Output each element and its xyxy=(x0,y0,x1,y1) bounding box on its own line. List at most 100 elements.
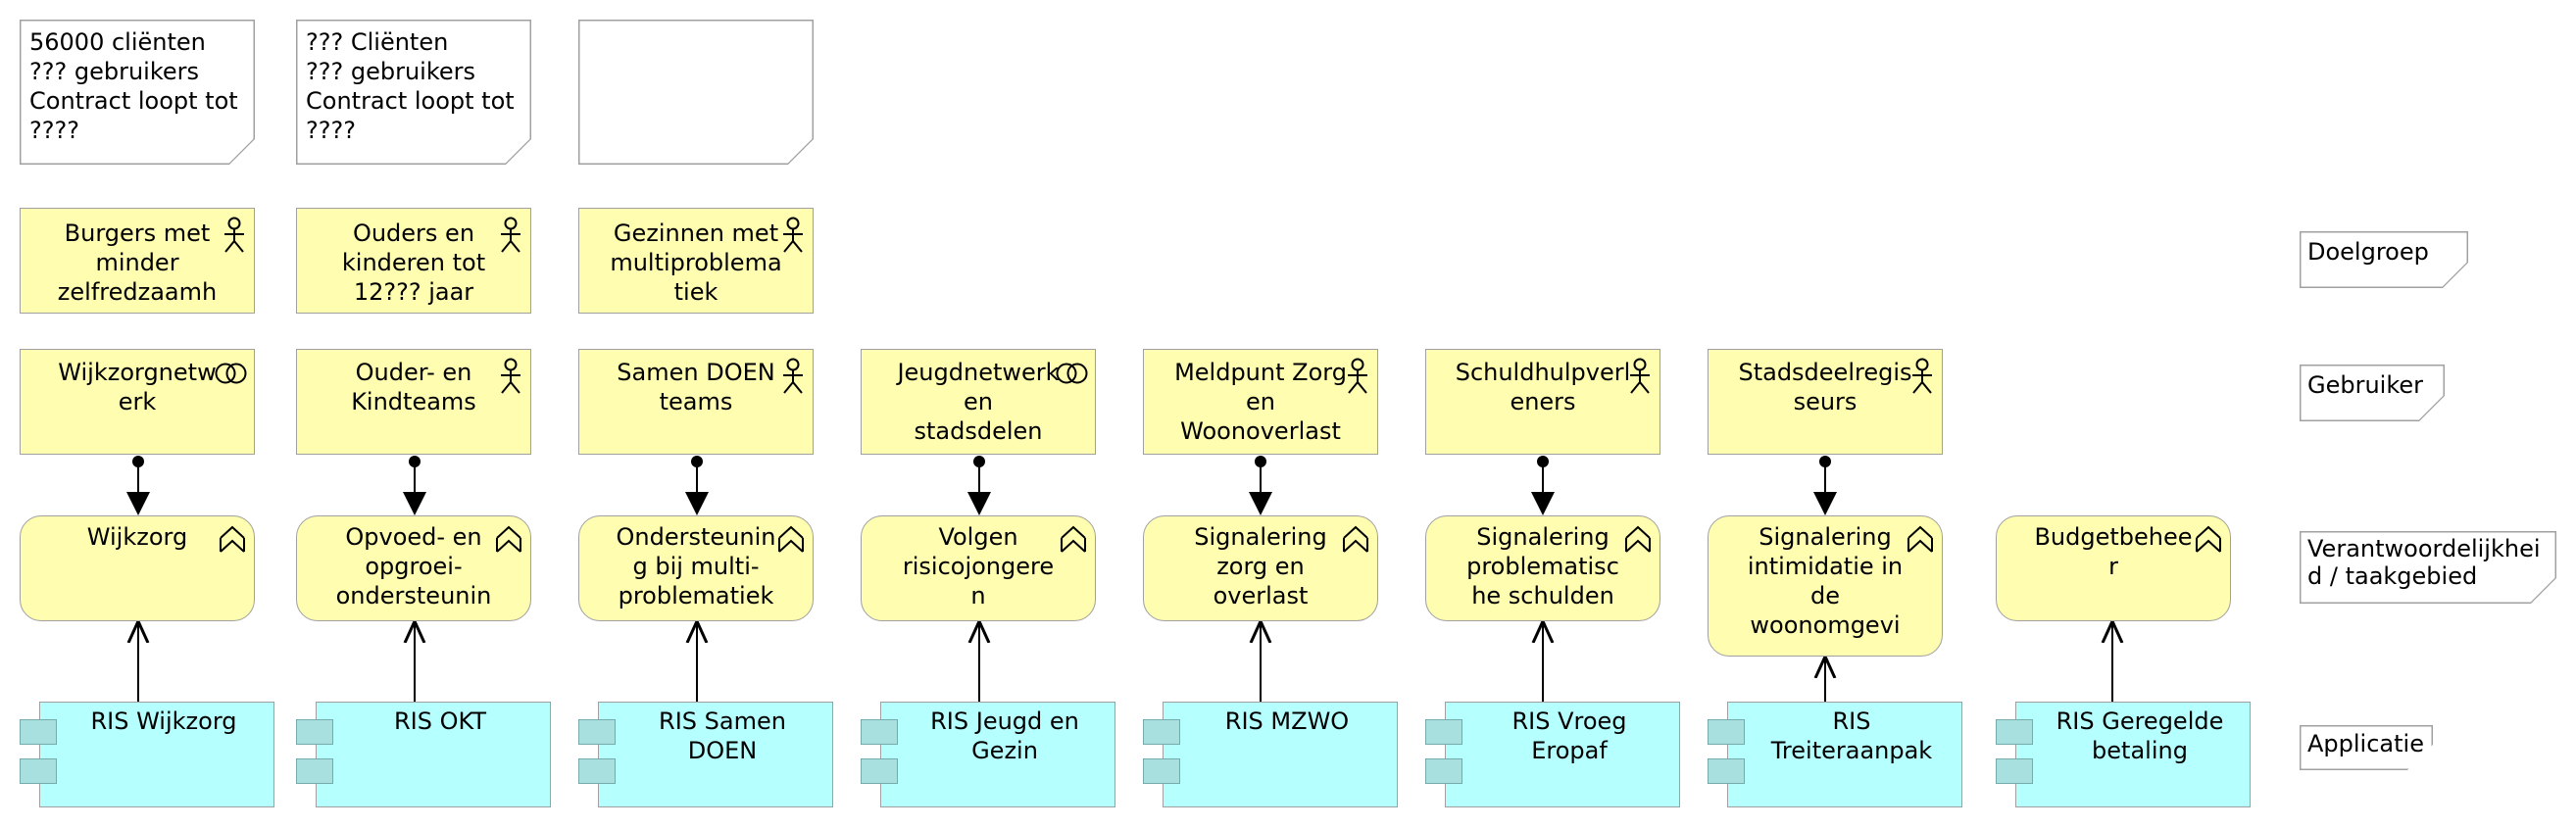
component-icon xyxy=(578,758,616,784)
legend-text: Gebruiker xyxy=(2307,371,2424,399)
actor-icon xyxy=(783,217,803,253)
component-box: RIS Geregelde betaling xyxy=(2015,702,2251,807)
component-icon xyxy=(296,758,333,784)
node-label: Volgen risicojongere n xyxy=(902,523,1055,610)
actor-icon xyxy=(1912,358,1932,394)
component-icon xyxy=(1708,758,1745,784)
realization-connectors xyxy=(138,621,2112,702)
component-icon xyxy=(861,719,898,745)
legend-text: Doelgroep xyxy=(2307,238,2429,266)
node-label: RIS Vroeg Eropaf xyxy=(1511,707,1627,764)
component-icon xyxy=(1143,719,1180,745)
component-box: RIS Vroeg Eropaf xyxy=(1445,702,1680,807)
node-label: Ondersteunin g bij multi- problematiek xyxy=(616,523,776,610)
gebruiker-node-7[interactable]: Stadsdeelregis seurs xyxy=(1708,349,1943,455)
component-box: RIS Samen DOEN xyxy=(598,702,833,807)
node-label: Wijkzorg xyxy=(86,523,188,551)
gebruiker-node-6[interactable]: Schuldhulpverl eners xyxy=(1425,349,1660,455)
actor-icon xyxy=(501,358,520,394)
component-icon xyxy=(1425,719,1462,745)
note-shape xyxy=(2300,531,2556,604)
note-1[interactable]: 56000 cliënten ??? gebruikers Contract l… xyxy=(20,20,255,165)
assignment-connector-5 xyxy=(1249,456,1272,515)
node-label: Jeugdnetwerk en stadsdelen xyxy=(897,359,1060,445)
service-chevron-icon xyxy=(778,525,804,553)
legend-doelgroep[interactable]: Doelgroep xyxy=(2300,231,2468,288)
actor-icon xyxy=(783,358,803,394)
service-chevron-icon xyxy=(1343,525,1368,553)
node-label: RIS OKT xyxy=(393,707,487,735)
assignment-connector-2 xyxy=(403,456,426,515)
service-node-6[interactable]: Signalering problematisc he schulden xyxy=(1425,515,1660,621)
service-node-7[interactable]: Signalering intimidatie in de woonomgevi xyxy=(1708,515,1943,657)
component-icon xyxy=(861,758,898,784)
gebruiker-node-1[interactable]: Wijkzorgnetw erk xyxy=(20,349,255,455)
doelgroep-node-3[interactable]: Gezinnen met multiproblema tiek xyxy=(578,208,814,314)
actor-icon xyxy=(224,217,244,253)
component-icon xyxy=(1143,758,1180,784)
doelgroep-node-1[interactable]: Burgers met minder zelfredzaamh xyxy=(20,208,255,314)
node-label: RIS Samen DOEN xyxy=(659,707,786,764)
doelgroep-node-2[interactable]: Ouders en kinderen tot 12??? jaar xyxy=(296,208,531,314)
legend-applicatie[interactable]: Applicatie xyxy=(2300,725,2433,770)
service-node-8[interactable]: Budgetbehee r xyxy=(1996,515,2231,621)
actor-icon xyxy=(1348,358,1367,394)
component-icon xyxy=(578,719,616,745)
assignment-connector-1 xyxy=(126,456,150,515)
service-node-1[interactable]: Wijkzorg xyxy=(20,515,255,621)
note-shape xyxy=(578,20,814,165)
component-box: RIS OKT xyxy=(316,702,551,807)
node-label: Signalering problematisc he schulden xyxy=(1466,523,1619,610)
note-shape xyxy=(2300,231,2468,288)
assignment-connector-3 xyxy=(685,456,709,515)
node-label: Ouders en kinderen tot 12??? jaar xyxy=(341,219,486,306)
component-icon xyxy=(1996,719,2033,745)
node-label: Opvoed- en opgroei- ondersteunin xyxy=(335,523,492,610)
legend-text: Applicatie xyxy=(2307,730,2424,757)
service-chevron-icon xyxy=(220,525,245,553)
note-2[interactable]: ??? Cliënten ??? gebruikers Contract loo… xyxy=(296,20,531,165)
gebruiker-node-4[interactable]: Jeugdnetwerk en stadsdelen xyxy=(861,349,1096,455)
service-node-5[interactable]: Signalering zorg en overlast xyxy=(1143,515,1378,621)
component-icon xyxy=(296,719,333,745)
component-box: RIS MZWO xyxy=(1163,702,1398,807)
service-node-3[interactable]: Ondersteunin g bij multi- problematiek xyxy=(578,515,814,621)
gebruiker-node-5[interactable]: Meldpunt Zorg en Woonoverlast xyxy=(1143,349,1378,455)
node-label: Signalering zorg en overlast xyxy=(1194,523,1327,610)
component-box: RIS Wijkzorg xyxy=(39,702,274,807)
node-label: Gezinnen met multiproblema tiek xyxy=(610,219,782,306)
gebruiker-node-3[interactable]: Samen DOEN teams xyxy=(578,349,814,455)
service-node-4[interactable]: Volgen risicojongere n xyxy=(861,515,1096,621)
service-chevron-icon xyxy=(1625,525,1651,553)
legend-verantwoordelijkheid[interactable]: Verantwoordelijkhei d / taakgebied xyxy=(2300,531,2556,604)
node-label: Wijkzorgnetw erk xyxy=(58,359,217,415)
node-label: Ouder- en Kindteams xyxy=(351,359,476,415)
component-box: RIS Treiteraanpak xyxy=(1727,702,1962,807)
note-text: 56000 cliënten ??? gebruikers Contract l… xyxy=(29,28,238,144)
assignment-connector-6 xyxy=(1531,456,1555,515)
note-3[interactable] xyxy=(578,20,814,165)
service-node-2[interactable]: Opvoed- en opgroei- ondersteunin xyxy=(296,515,531,621)
node-label: Samen DOEN teams xyxy=(617,359,775,415)
component-icon xyxy=(20,758,57,784)
collaboration-icon xyxy=(1056,363,1088,384)
actor-icon xyxy=(1630,358,1650,394)
node-label: Schuldhulpverl eners xyxy=(1455,359,1631,415)
node-label: Burgers met minder zelfredzaamh xyxy=(57,219,218,306)
service-chevron-icon xyxy=(496,525,521,553)
note-shape xyxy=(20,20,255,165)
node-label: Budgetbehee r xyxy=(2034,523,2193,580)
assignment-connector-7 xyxy=(1813,456,1837,515)
node-label: RIS Geregelde betaling xyxy=(2056,707,2224,764)
gebruiker-node-2[interactable]: Ouder- en Kindteams xyxy=(296,349,531,455)
component-box: RIS Jeugd en Gezin xyxy=(880,702,1115,807)
assignment-connector-4 xyxy=(967,456,991,515)
actor-icon xyxy=(501,217,520,253)
service-chevron-icon xyxy=(1907,525,1933,553)
note-text: ??? Cliënten ??? gebruikers Contract loo… xyxy=(306,28,515,144)
component-icon xyxy=(20,719,57,745)
legend-gebruiker[interactable]: Gebruiker xyxy=(2300,365,2445,421)
assignment-connectors xyxy=(126,456,1837,515)
node-label: Signalering intimidatie in de woonomgevi xyxy=(1747,523,1904,639)
